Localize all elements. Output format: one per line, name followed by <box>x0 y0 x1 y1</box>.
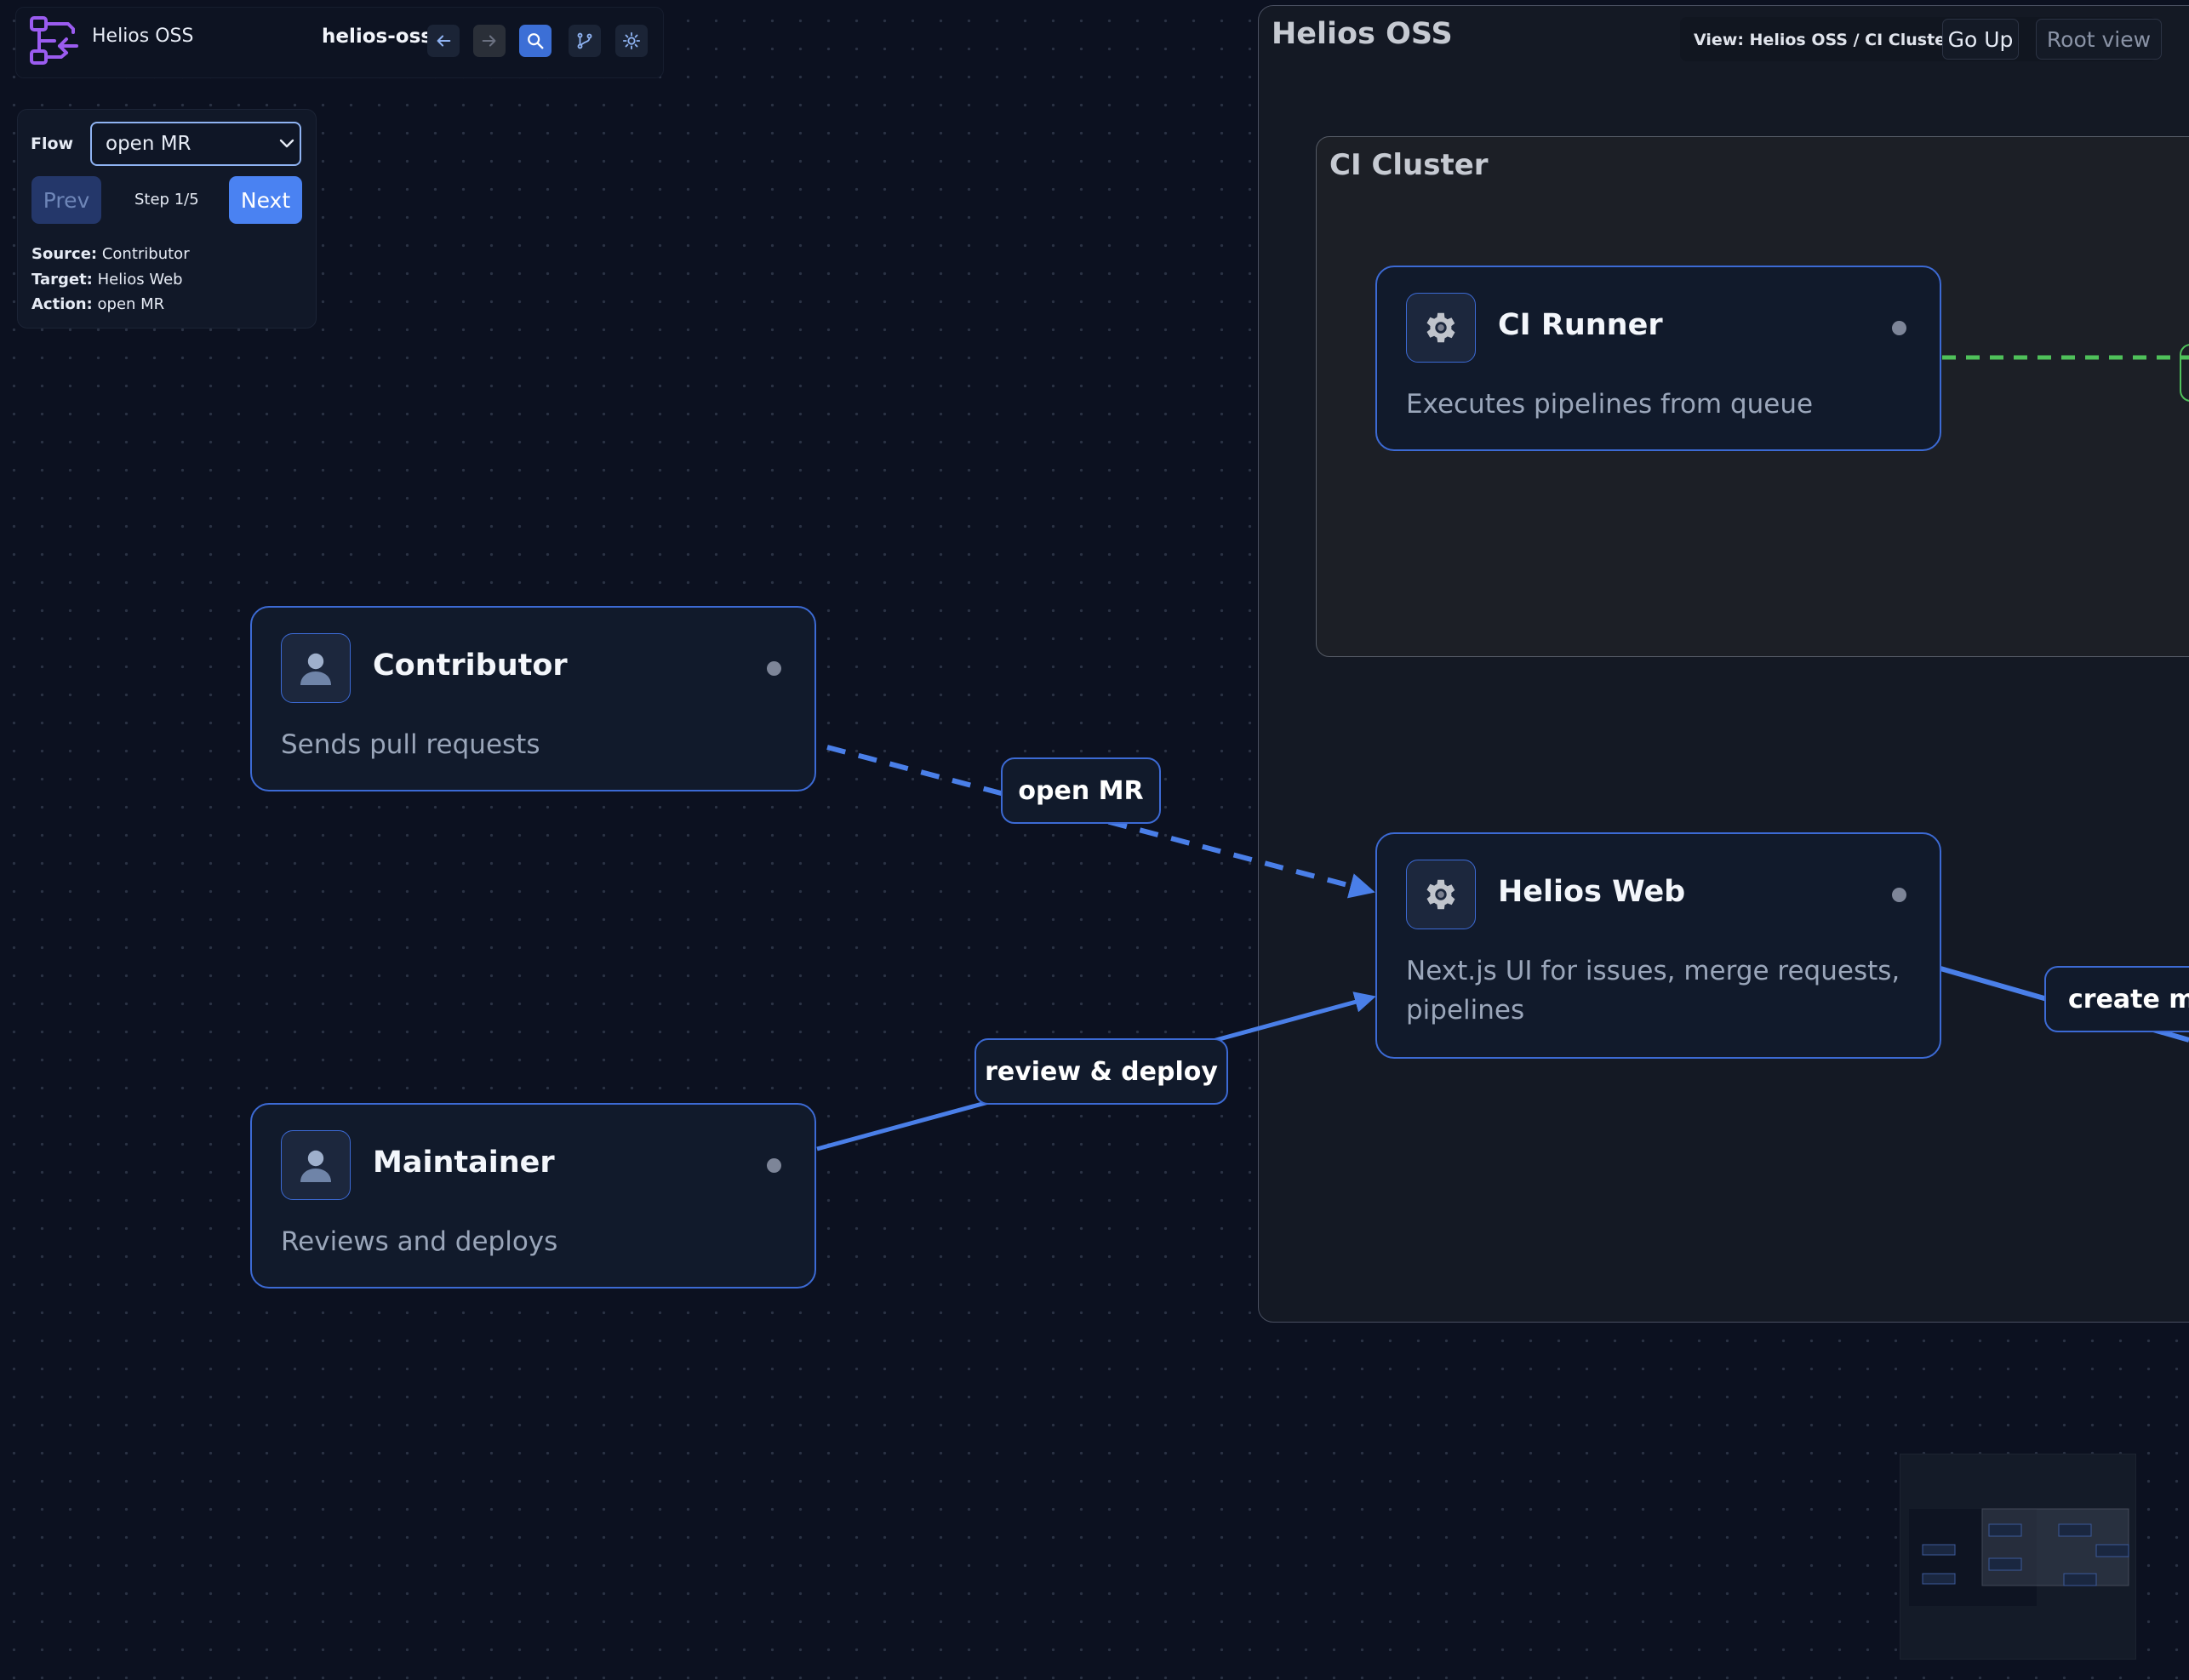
forward-button[interactable] <box>473 25 506 57</box>
node-ci-runner-title: CI Runner <box>1498 308 1663 342</box>
flow-action-value: open MR <box>97 295 165 313</box>
flow-target: Target: Helios Web <box>31 271 183 289</box>
repo-name[interactable]: helios-oss <box>322 26 432 48</box>
node-contributor-handle[interactable] <box>767 661 781 676</box>
toolbar <box>15 7 664 78</box>
gear-icon <box>1406 293 1476 363</box>
logo-icon <box>30 16 78 65</box>
edge-label-create[interactable]: create me <box>2044 966 2189 1032</box>
minimap[interactable] <box>1900 1454 2136 1660</box>
theme-toggle-button[interactable] <box>615 25 648 57</box>
next-step-button[interactable]: Next <box>229 176 302 224</box>
flow-source-value: Contributor <box>101 245 190 263</box>
group-ci-cluster-title: CI Cluster <box>1329 148 1489 182</box>
gear-icon <box>1406 860 1476 929</box>
node-maintainer-title: Maintainer <box>373 1146 555 1180</box>
node-ci-runner-desc: Executes pipelines from queue <box>1406 389 1814 420</box>
arrow-left-icon <box>437 35 451 47</box>
node-contributor-title: Contributor <box>373 649 568 683</box>
flow-select-value: open MR <box>106 133 191 155</box>
git-branch-icon <box>577 32 592 49</box>
search-icon <box>528 33 544 49</box>
search-button[interactable] <box>519 25 552 57</box>
edge-open-mr[interactable] <box>826 745 1375 899</box>
go-up-button[interactable]: Go Up <box>1942 19 2019 60</box>
user-icon <box>281 633 351 703</box>
branch-button[interactable] <box>569 25 601 57</box>
node-helios-web-title: Helios Web <box>1498 875 1686 909</box>
app-name: Helios OSS <box>92 26 194 47</box>
back-button[interactable] <box>427 25 460 57</box>
root-view-button[interactable]: Root view <box>2036 19 2162 60</box>
flow-action: Action: open MR <box>31 295 165 313</box>
flow-label: Flow <box>31 134 74 153</box>
node-contributor-desc: Sends pull requests <box>281 729 540 760</box>
edge-label-open-mr[interactable]: open MR <box>1001 757 1161 824</box>
group-helios-oss-title: Helios OSS <box>1272 17 1453 51</box>
flow-source: Source: Contributor <box>31 245 190 263</box>
node-ci-runner-handle[interactable] <box>1892 321 1906 335</box>
offscreen-node-edge <box>2180 344 2189 402</box>
flow-target-value: Helios Web <box>97 271 183 289</box>
node-maintainer-desc: Reviews and deploys <box>281 1226 558 1257</box>
prev-step-button[interactable]: Prev <box>31 176 101 224</box>
flow-select[interactable] <box>90 122 301 166</box>
node-helios-web-desc: Next.js UI for issues, merge requests, p… <box>1406 956 1900 1026</box>
chevron-down-icon <box>279 139 294 148</box>
node-maintainer-handle[interactable] <box>767 1158 781 1173</box>
node-helios-web-handle[interactable] <box>1892 888 1906 902</box>
edge-label-review-deploy[interactable]: review & deploy <box>974 1038 1228 1105</box>
user-icon <box>281 1130 351 1200</box>
sun-icon <box>622 31 641 50</box>
step-indicator: Step 1/5 <box>134 191 199 209</box>
view-breadcrumb: View: Helios OSS / CI Cluster <box>1694 31 1954 49</box>
arrow-right-icon <box>482 35 496 47</box>
minimap-canvas <box>1909 1508 2129 1606</box>
